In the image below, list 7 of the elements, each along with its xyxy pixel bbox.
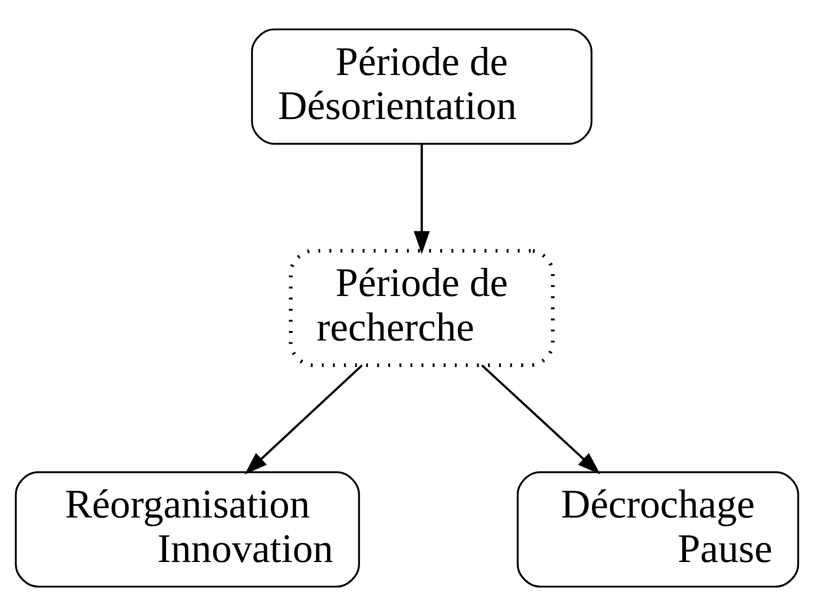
arrow <box>481 364 600 474</box>
arrow <box>244 364 363 474</box>
node-box: Décrochage Pause <box>516 470 800 588</box>
node-box: Réorganisation Innovation <box>14 470 360 588</box>
arrow <box>414 143 430 254</box>
node-box: Période de recherche <box>288 248 555 367</box>
node-box: Période de Désorientation <box>251 28 592 144</box>
